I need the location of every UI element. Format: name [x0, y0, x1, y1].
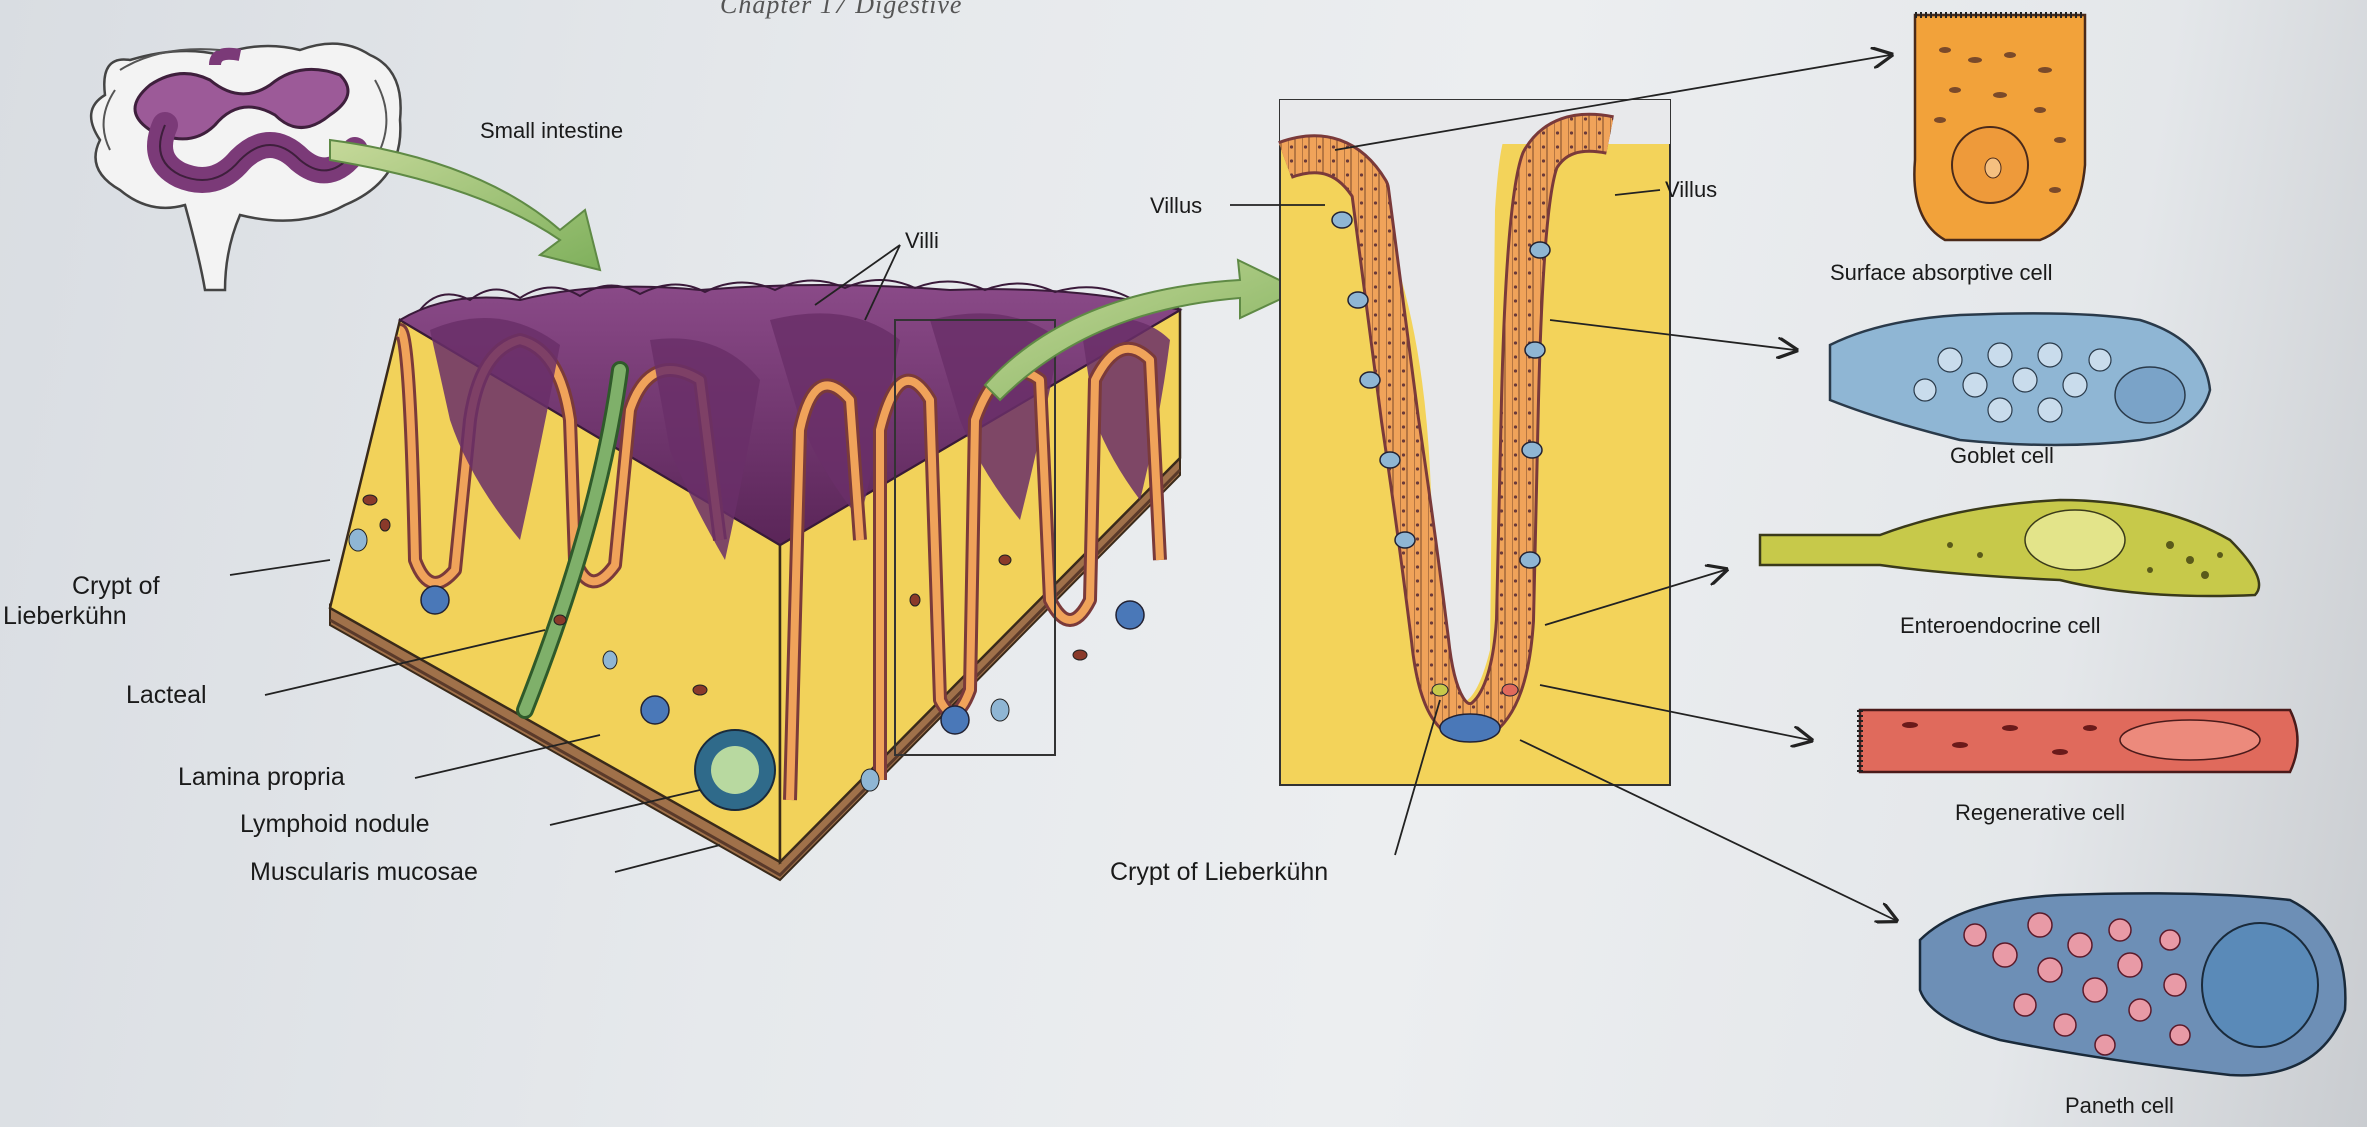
- label-crypt-center: Crypt of Lieberkühn: [1110, 858, 1328, 887]
- label-surface-absorptive-cell: Surface absorptive cell: [1830, 260, 2053, 286]
- label-lamina-propria: Lamina propria: [178, 763, 345, 792]
- label-regenerative-cell: Regenerative cell: [1955, 800, 2125, 826]
- label-lymphoid-nodule: Lymphoid nodule: [240, 810, 430, 839]
- paneth-cell-drawing: [1920, 893, 2345, 1075]
- label-crypt-left-line2: Lieberkühn: [3, 602, 127, 631]
- intestinal-wall-block: [330, 280, 1180, 880]
- enteroendocrine-cell-drawing: [1760, 500, 2259, 596]
- label-small-intestine: Small intestine: [480, 118, 623, 144]
- label-villus-right: Villus: [1665, 177, 1717, 203]
- villus-zoom-panel: [1280, 100, 1670, 785]
- label-enteroendocrine-cell: Enteroendocrine cell: [1900, 613, 2101, 639]
- label-paneth-cell: Paneth cell: [2065, 1093, 2174, 1119]
- label-villus-left: Villus: [1150, 193, 1202, 219]
- intestine-overview-drawing: [91, 44, 401, 290]
- label-crypt-left-line1: Crypt of: [72, 572, 160, 601]
- surface-absorptive-cell-drawing: [1914, 15, 2085, 240]
- goblet-cell-drawing: [1830, 313, 2210, 445]
- label-goblet-cell: Goblet cell: [1950, 443, 2054, 469]
- label-villi: Villi: [905, 228, 939, 254]
- regenerative-cell-drawing: [1860, 710, 2298, 772]
- label-muscularis-mucosae: Muscularis mucosae: [250, 858, 478, 887]
- green-arrow-to-block: [330, 140, 600, 270]
- label-lacteal: Lacteal: [126, 681, 207, 710]
- chapter-header: Chapter 17 Digestive: [720, 0, 962, 20]
